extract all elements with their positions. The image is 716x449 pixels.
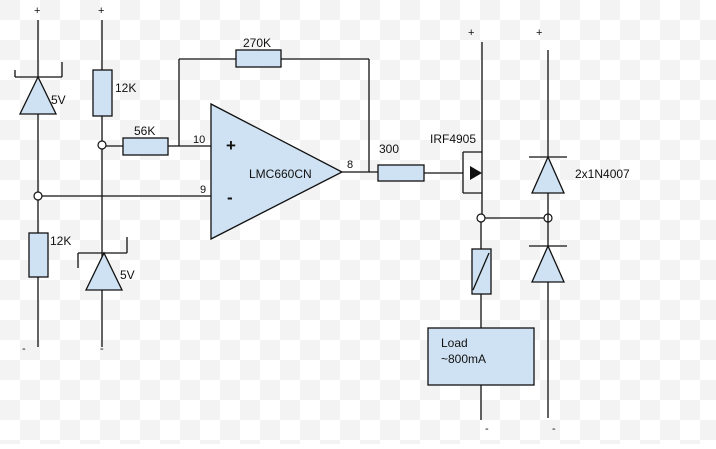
resistor-56k-symbol [122,137,169,156]
supply-plus-mosfet: + [468,27,474,39]
pin-noninverting-label: 10 [193,134,205,146]
opamp-plus-sign: + [226,136,236,155]
supply-minus-left: - [22,343,26,355]
zener-bottom-label: 5V [120,268,135,282]
second-divider-branch [77,20,128,347]
resistor-270k-symbol [235,49,282,68]
resistor-12k-top-label: 12K [115,81,136,95]
supply-plus-diodes: + [536,27,542,39]
supply-minus-second: - [100,343,104,355]
pin-output-label: 8 [347,159,353,171]
supply-minus-load: - [485,423,489,435]
supply-plus-second: + [98,5,104,17]
zener-top-label: 5V [51,93,66,107]
resistor-56k-label: 56K [134,124,155,138]
diodes-branch [529,50,567,418]
zener-diode-top-symbol [18,75,58,115]
resistor-12k-bottom-label: 12K [50,234,71,248]
supply-plus-left: + [34,5,40,17]
junction-node-left [33,191,43,201]
resistor-12k-top-symbol [92,69,113,117]
zener-diode-bottom-symbol [84,251,124,291]
pin-inverting-label: 9 [200,184,206,196]
resistor-270k-label: 270K [243,36,271,50]
load-current-label: ~800mA [441,352,486,366]
diode-bottom-symbol [530,244,566,283]
opamp-label: LMC660CN [249,167,312,181]
load-label: Load [441,336,468,350]
mosfet-symbol [462,42,483,218]
diodes-label: 2x1N4007 [575,167,630,181]
resistor-300-symbol [377,164,425,182]
junction-node-mid [97,140,107,150]
resistor-12k-bottom-symbol [28,232,49,278]
mosfet-label: IRF4905 [430,132,476,146]
opamp-minus-sign: - [227,188,233,207]
supply-minus-diodes: - [552,423,556,435]
resistor-300-label: 300 [379,142,399,156]
opamp-symbol [210,102,344,241]
diode-top-symbol [530,155,566,194]
junction-node-drain [476,213,486,223]
